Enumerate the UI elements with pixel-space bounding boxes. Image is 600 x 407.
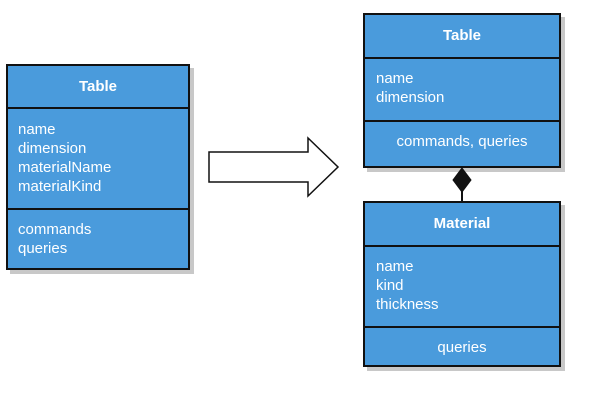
attribute: dimension	[376, 89, 445, 106]
class-name: Material	[365, 203, 559, 247]
material-class: Material name kind thickness queries	[363, 201, 561, 367]
attributes-section: name kind thickness	[365, 247, 559, 328]
operations-section: commands queries	[8, 210, 188, 258]
class-name: Table	[8, 66, 188, 109]
class-name: Table	[365, 15, 559, 59]
attributes-section: name dimension	[365, 59, 559, 122]
attribute: name	[18, 121, 56, 138]
operation: queries	[437, 339, 487, 356]
attribute: thickness	[376, 296, 439, 313]
attribute: kind	[376, 277, 404, 294]
attribute: dimension	[18, 140, 87, 157]
operation: commands	[18, 221, 92, 238]
attribute: materialKind	[18, 178, 102, 195]
operations-section: queries	[365, 328, 559, 357]
attributes-section: name dimension materialName materialKind	[8, 109, 188, 210]
attribute: materialName	[18, 159, 112, 176]
attribute: name	[376, 258, 414, 275]
operation: queries	[18, 240, 68, 257]
table-class-original: Table name dimension materialName materi…	[6, 64, 190, 270]
table-class-refactored: Table name dimension commands, queries	[363, 13, 561, 168]
transform-arrow-icon	[208, 136, 340, 198]
operation: commands, queries	[396, 133, 528, 150]
operations-section: commands, queries	[365, 122, 559, 151]
attribute: name	[376, 70, 414, 87]
composition-diamond-icon	[452, 167, 472, 193]
